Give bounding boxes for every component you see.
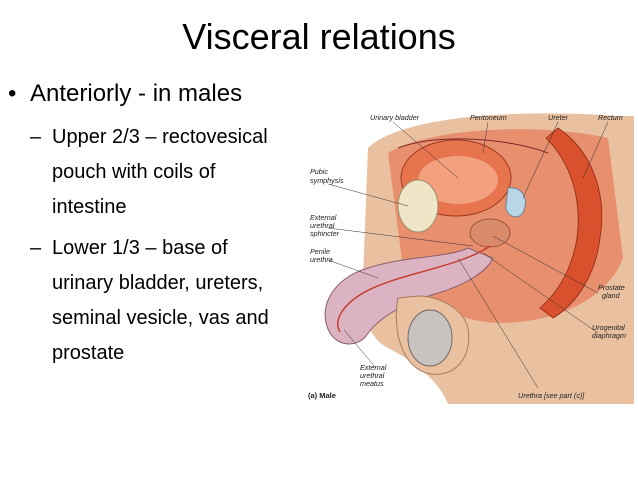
label-ext-sphincter-2: urethral — [310, 221, 335, 230]
penis-shape — [324, 247, 494, 345]
sub-bullet-lower-text-1: Lower 1/3 – base of — [52, 237, 228, 259]
sub-bullet-lower-line-4: prostate — [52, 342, 125, 364]
peritoneum-line — [397, 138, 549, 154]
sub-bullet-lower-line-2: urinary bladder, ureters, — [52, 272, 264, 294]
label-rectum: Rectum — [598, 113, 623, 122]
sub-bullet-upper-text-1: Upper 2/3 – rectovesical — [52, 126, 268, 148]
pubic-symphysis-bone — [397, 179, 439, 233]
dash-marker: – — [30, 126, 42, 148]
label-symphysis: symphysis — [310, 176, 344, 185]
urethra-line — [337, 245, 491, 333]
label-penile-2: urethra — [310, 255, 333, 264]
label-prostate-2: gland — [602, 291, 621, 300]
dash-marker: – — [30, 237, 42, 259]
sub-bullet-lower: –Lower 1/3 – base of urinary bladder, ur… — [30, 231, 269, 371]
slide-title: Visceral relations — [182, 16, 456, 57]
bladder-lumen — [418, 156, 498, 204]
figure-caption: (a) Male — [308, 391, 336, 400]
label-urogenital-2: diaphragm — [592, 331, 626, 340]
seminal-vesicle-shape — [505, 187, 526, 218]
label-meatus-1: External — [360, 363, 387, 372]
label-prostate-1: Prostate — [598, 283, 625, 292]
bullet-anteriorly: • Anteriorly - in males — [8, 78, 242, 110]
bullet-text: Anteriorly - in males — [30, 80, 243, 107]
sub-bullet-upper-line-2: pouch with coils of — [52, 161, 216, 183]
bullet-dot: • — [8, 80, 17, 107]
label-peritoneum: Peritoneum — [470, 113, 507, 122]
sub-bullet-lower-line-3: seminal vesicle, vas and — [52, 307, 269, 329]
label-meatus-2: urethral — [360, 371, 385, 380]
label-ext-sphincter-1: External — [310, 213, 337, 222]
leader-lines — [327, 121, 609, 389]
male-pelvis-anatomy-figure: Urinary bladder Peritoneum Ureter Rectum… — [308, 113, 634, 404]
sub-bullet-upper: –Upper 2/3 – rectovesical pouch with coi… — [30, 120, 268, 225]
prostate-shape — [469, 218, 511, 248]
label-urogenital-1: Urogenital — [592, 323, 625, 332]
rectum-shape — [539, 127, 603, 319]
label-penile-1: Penile — [310, 247, 330, 256]
label-urethra: Urethra [see part (c)] — [518, 391, 585, 400]
sub-bullet-lower-line-1: –Lower 1/3 – base of — [30, 231, 269, 266]
sub-bullet-upper-line-3: intestine — [52, 196, 127, 218]
label-ext-sphincter-3: sphincter — [310, 229, 340, 238]
label-meatus-3: meatus — [360, 379, 384, 388]
sub-bullet-upper-line-1: –Upper 2/3 – rectovesical — [30, 120, 268, 155]
label-pubic: Pubic — [310, 167, 328, 176]
label-urinary-bladder: Urinary bladder — [370, 113, 420, 122]
label-ureter: Ureter — [548, 113, 569, 122]
testis-shape — [407, 309, 453, 367]
